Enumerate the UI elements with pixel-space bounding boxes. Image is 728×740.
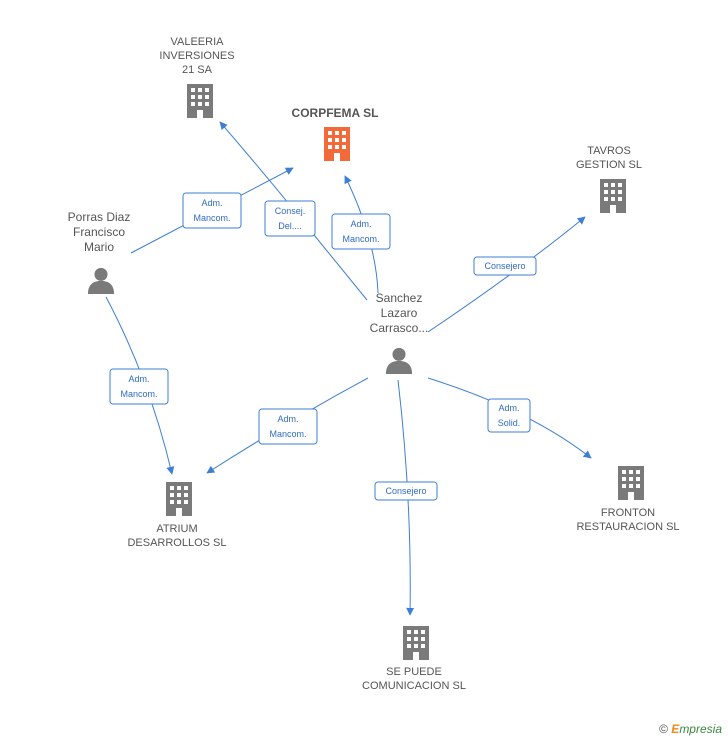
- building-icon[interactable]: [600, 179, 626, 213]
- person-node-sanchez[interactable]: SanchezLazaroCarrasco...: [370, 291, 429, 374]
- edge-label-sanchez-sepuede[interactable]: Consejero: [374, 481, 438, 501]
- edge-label-text: Adm.: [350, 219, 371, 229]
- edge-label-box: [182, 192, 242, 229]
- person-name[interactable]: Mario: [84, 240, 114, 254]
- company-name[interactable]: DESARROLLOS SL: [127, 537, 226, 549]
- company-name[interactable]: GESTION SL: [576, 159, 642, 171]
- edge-label-text: Adm.: [128, 374, 149, 384]
- edge-label-sanchez-valeeria[interactable]: Consej. Del....: [264, 200, 316, 237]
- edge-label-text: Adm.: [498, 403, 519, 413]
- edge-label-box: [258, 408, 318, 445]
- edge-labels-layer: Adm. Mancom. Consej. Del.... Adm. Mancom. Cons…: [109, 192, 537, 501]
- edge-label-text: Adm.: [201, 198, 222, 208]
- edge-label-text: Mancom.: [342, 234, 379, 244]
- building-icon[interactable]: [187, 84, 213, 118]
- edge-label-box: [487, 398, 531, 433]
- edge-label-text: Mancom.: [193, 213, 230, 223]
- edge-label-text: Mancom.: [269, 429, 306, 439]
- company-name[interactable]: TAVROS: [587, 145, 631, 157]
- edge-label-text: Mancom.: [120, 389, 157, 399]
- person-name[interactable]: Sanchez: [376, 291, 423, 305]
- edge-label-text: Consejero: [385, 486, 426, 496]
- person-name[interactable]: Francisco: [73, 225, 125, 239]
- footer: © Empresia: [659, 722, 722, 736]
- person-name[interactable]: Carrasco...: [370, 321, 429, 335]
- edge-label-text: Adm.: [277, 414, 298, 424]
- company-name[interactable]: INVERSIONES: [159, 50, 234, 62]
- company-node-fronton[interactable]: FRONTON RESTAURACION SL: [576, 466, 680, 533]
- company-node-valeeria[interactable]: VALEERIA INVERSIONES 21 SA: [159, 36, 235, 118]
- edge-label-text: Del....: [278, 221, 302, 231]
- edge-label-sanchez-corpfema[interactable]: Adm. Mancom.: [331, 213, 391, 250]
- building-icon[interactable]: [403, 626, 429, 660]
- company-node-corpfema[interactable]: CORPFEMA SL: [292, 106, 379, 161]
- edge-label-text: Consejero: [484, 261, 525, 271]
- edge-label-text: Consej.: [275, 206, 306, 216]
- edge-label-box: [331, 213, 391, 250]
- edge-label-sanchez-atrium[interactable]: Adm. Mancom.: [258, 408, 318, 445]
- edge-label-text: Solid.: [498, 418, 521, 428]
- company-node-atrium[interactable]: ATRIUM DESARROLLOS SL: [127, 482, 227, 549]
- edge-label-porras-atrium[interactable]: Adm. Mancom.: [109, 368, 169, 405]
- edge-label-porras-corpfema[interactable]: Adm. Mancom.: [182, 192, 242, 229]
- company-name[interactable]: RESTAURACION SL: [576, 521, 679, 533]
- building-icon[interactable]: [618, 466, 644, 500]
- copyright-icon: ©: [659, 722, 668, 736]
- company-node-tavros[interactable]: TAVROS GESTION SL: [576, 145, 642, 213]
- edge-label-box: [473, 256, 537, 276]
- company-name[interactable]: FRONTON: [601, 507, 655, 519]
- company-name[interactable]: SE PUEDE: [386, 666, 442, 678]
- building-icon[interactable]: [166, 482, 192, 516]
- company-name[interactable]: ATRIUM: [156, 523, 197, 535]
- company-name[interactable]: CORPFEMA SL: [292, 106, 379, 120]
- company-name[interactable]: COMUNICACION SL: [362, 680, 466, 692]
- edge-label-box: [374, 481, 438, 501]
- person-icon[interactable]: [385, 347, 413, 374]
- person-name[interactable]: Porras Diaz: [68, 210, 131, 224]
- company-name[interactable]: 21 SA: [182, 64, 213, 76]
- edge-label-sanchez-tavros[interactable]: Consejero: [473, 256, 537, 276]
- building-icon[interactable]: [324, 127, 350, 161]
- edge-label-box: [264, 200, 316, 237]
- nodes-layer: VALEERIA INVERSIONES 21 SA CORPFEMA SL TAVRO…: [68, 36, 680, 692]
- edge-label-box: [109, 368, 169, 405]
- edge-label-sanchez-fronton[interactable]: Adm. Solid.: [487, 398, 531, 433]
- brand-logo-text[interactable]: mpresia: [679, 722, 722, 736]
- person-icon[interactable]: [87, 267, 115, 294]
- company-name[interactable]: VALEERIA: [171, 36, 225, 48]
- person-name[interactable]: Lazaro: [381, 306, 418, 320]
- company-node-sepuede[interactable]: SE PUEDE COMUNICACION SL: [362, 626, 466, 692]
- brand-logo-initial[interactable]: E: [671, 722, 680, 736]
